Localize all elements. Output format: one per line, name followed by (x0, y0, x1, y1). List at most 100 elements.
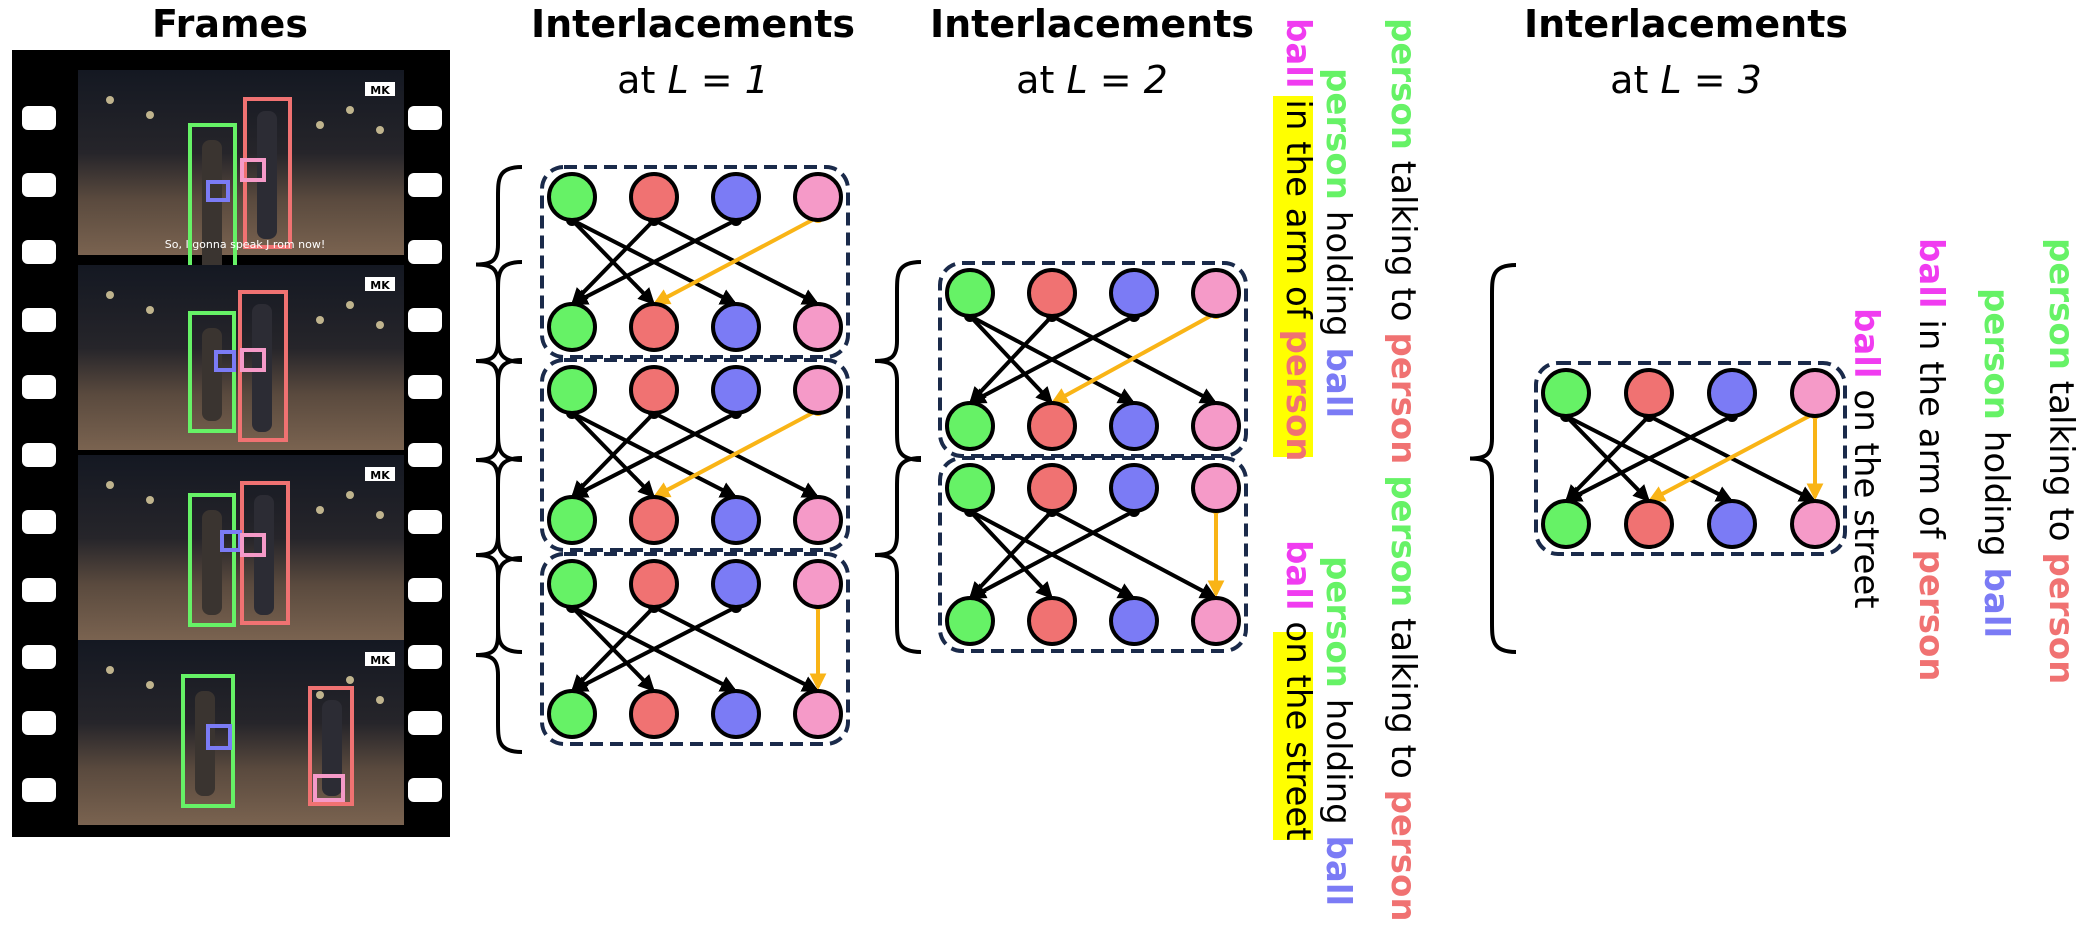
caption-word: holding (1976, 420, 2016, 568)
film-sprocket-hole (408, 711, 442, 735)
channel-logo: MK (365, 277, 395, 292)
channel-logo: MK (365, 82, 395, 97)
entity-node (547, 302, 597, 352)
film-sprocket-hole (22, 375, 56, 399)
grouping-brace (874, 456, 922, 654)
caption-word: person (2041, 238, 2081, 370)
relation-edge (1564, 414, 1733, 502)
level-1-subtitle: at L = 1 (617, 58, 769, 102)
person-silhouette (202, 510, 222, 615)
frames-title: Frames (152, 2, 308, 46)
entity-node (793, 559, 843, 609)
relation-edge (571, 605, 656, 692)
logo-text: MK (370, 279, 390, 292)
level-3-title: Interlacements (1524, 2, 1848, 46)
entity-node (547, 689, 597, 739)
interlacement-graph (540, 358, 850, 552)
caption-word: person (1278, 330, 1318, 462)
caption-word: on the street (1846, 379, 1886, 609)
ball-bounding-box (206, 180, 230, 202)
entity-node (793, 495, 843, 545)
person-bounding-box (188, 493, 236, 627)
street-light (316, 121, 324, 129)
caption-l3-holding: person holding ball (1976, 288, 2016, 638)
caption-word: person (2041, 552, 2081, 684)
frame-subtitle: So, I gonna speak J rom now! (165, 238, 326, 251)
caption-word: person (1911, 550, 1951, 682)
frame-background (78, 640, 404, 825)
ball-bounding-box (313, 774, 345, 802)
street-light (146, 496, 154, 504)
relation-edge (969, 509, 1054, 599)
entity-node (629, 689, 679, 739)
entity-node (1541, 368, 1591, 418)
caption-word: holding (1318, 688, 1358, 836)
caption-word: person (1383, 475, 1423, 607)
relation-edge (570, 411, 737, 498)
caption-word: person (1976, 288, 2016, 420)
film-sprocket-hole (408, 645, 442, 669)
film-sprocket-hole (22, 240, 56, 264)
caption-word: ball (1976, 568, 2016, 639)
entity-node (547, 495, 597, 545)
entity-node (945, 463, 995, 513)
interlacement-graph (540, 165, 850, 359)
entity-node (547, 365, 597, 415)
caption-word: ball (1846, 308, 1886, 379)
film-sprocket-hole (22, 106, 56, 130)
relation-edge (1051, 509, 1218, 599)
street-light (146, 111, 154, 119)
entity-node (547, 172, 597, 222)
entity-node (547, 559, 597, 609)
caption-word: on the street (1278, 611, 1318, 841)
temporal-edge (652, 215, 819, 305)
film-sprocket-hole (22, 510, 56, 534)
logo-badge (365, 277, 395, 291)
entity-node (1191, 401, 1241, 451)
person-bounding-box (243, 97, 292, 249)
interlacement-graph (938, 456, 1248, 653)
film-sprocket-hole (22, 645, 56, 669)
caption-word: talking to (2041, 370, 2081, 552)
logo-badge (365, 652, 395, 666)
entity-node (711, 559, 761, 609)
caption-word: ball (1911, 238, 1951, 309)
film-sprocket-hole (408, 375, 442, 399)
film-sprocket-hole (22, 308, 56, 332)
street-light (346, 491, 354, 499)
caption-person-holding-ball: person holding ball (1318, 68, 1358, 418)
relation-edge (571, 411, 656, 498)
street-light (146, 681, 154, 689)
film-sprocket-hole (408, 240, 442, 264)
street-light (376, 126, 384, 134)
street-light (316, 316, 324, 324)
entity-node (1109, 596, 1159, 646)
relation-edge (653, 605, 820, 692)
film-sprocket-hole (408, 106, 442, 130)
entity-node (793, 689, 843, 739)
caption-word: person (1383, 790, 1423, 922)
logo-text: MK (370, 469, 390, 482)
entity-node (1624, 499, 1674, 549)
entity-node (793, 365, 843, 415)
graph-frame (540, 552, 850, 746)
entity-node (1790, 499, 1840, 549)
street-light (106, 666, 114, 674)
person-bounding-box (308, 686, 354, 806)
caption-ball-on-street: ball on the street (1278, 540, 1318, 841)
ball-bounding-box (206, 724, 232, 750)
caption-word: person (1318, 556, 1358, 688)
entity-node (945, 596, 995, 646)
entity-node (629, 302, 679, 352)
entity-node (711, 365, 761, 415)
relation-edge (969, 314, 1054, 404)
person-silhouette (322, 700, 342, 796)
entity-node (711, 495, 761, 545)
video-frame: MK (78, 265, 404, 450)
graph-frame (540, 358, 850, 552)
header-level-3: Interlacements at L = 3 (1524, 2, 1848, 102)
header-frames: Frames (152, 2, 308, 46)
street-light (376, 696, 384, 704)
caption-l3-on-street: ball on the street (1846, 308, 1886, 609)
street-light (146, 306, 154, 314)
